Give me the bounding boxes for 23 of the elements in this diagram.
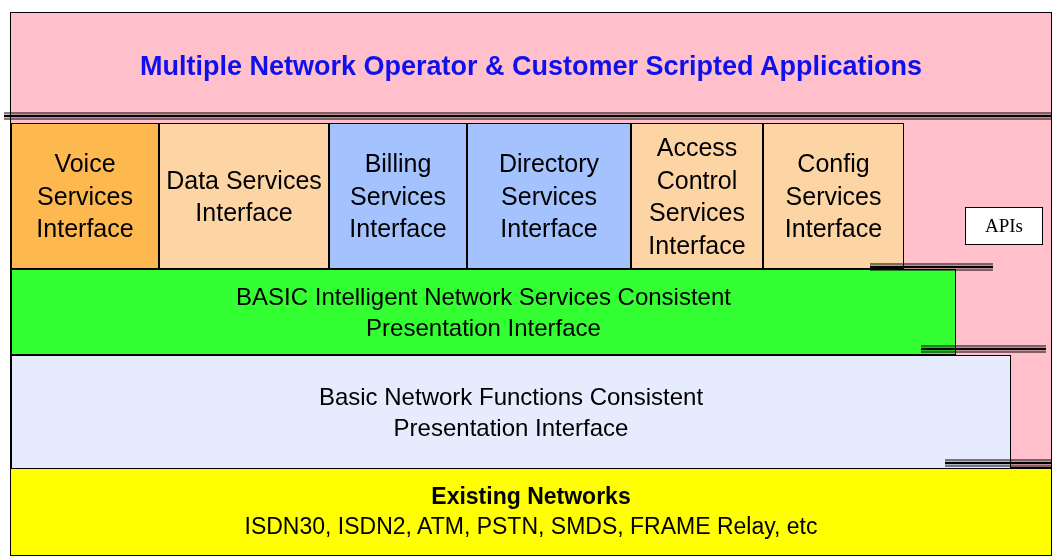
- intelligent-services-layer: [11, 269, 956, 355]
- interface-box: [329, 123, 467, 269]
- interface-box: [11, 123, 159, 269]
- layer-heading: Existing Networks: [431, 482, 631, 512]
- layer-text: Config Services Interface: [783, 148, 884, 245]
- api-label-box: [965, 207, 1043, 245]
- interface-box: [763, 123, 904, 269]
- existing-networks-layer: [10, 468, 1052, 556]
- layer-text: ISDN30, ISDN2, ATM, PSTN, SMDS, FRAME Relay, etc: [244, 512, 818, 541]
- layer-text: Access Control Services Interface: [647, 132, 747, 261]
- layer-text: Basic Network Functions Consistent Presentation Interface: [317, 381, 705, 443]
- layer-text: APIs: [984, 213, 1024, 238]
- layer-text: Data Services Interface: [165, 164, 323, 228]
- interface-box: [467, 123, 631, 269]
- layer-text: BASIC Intelligent Network Services Consistent Presentation Interface: [235, 281, 732, 343]
- interface-box: [631, 123, 763, 269]
- interface-box: [159, 123, 329, 269]
- network-functions-layer: [11, 355, 1011, 469]
- applications-layer: [10, 12, 1052, 468]
- layer-text: Directory Services Interface: [498, 148, 600, 245]
- layer-text: Voice Services Interface: [35, 148, 135, 245]
- layer-text: Billing Services Interface: [348, 148, 448, 245]
- layer-heading: Multiple Network Operator & Customer Scripted Applications: [139, 50, 923, 83]
